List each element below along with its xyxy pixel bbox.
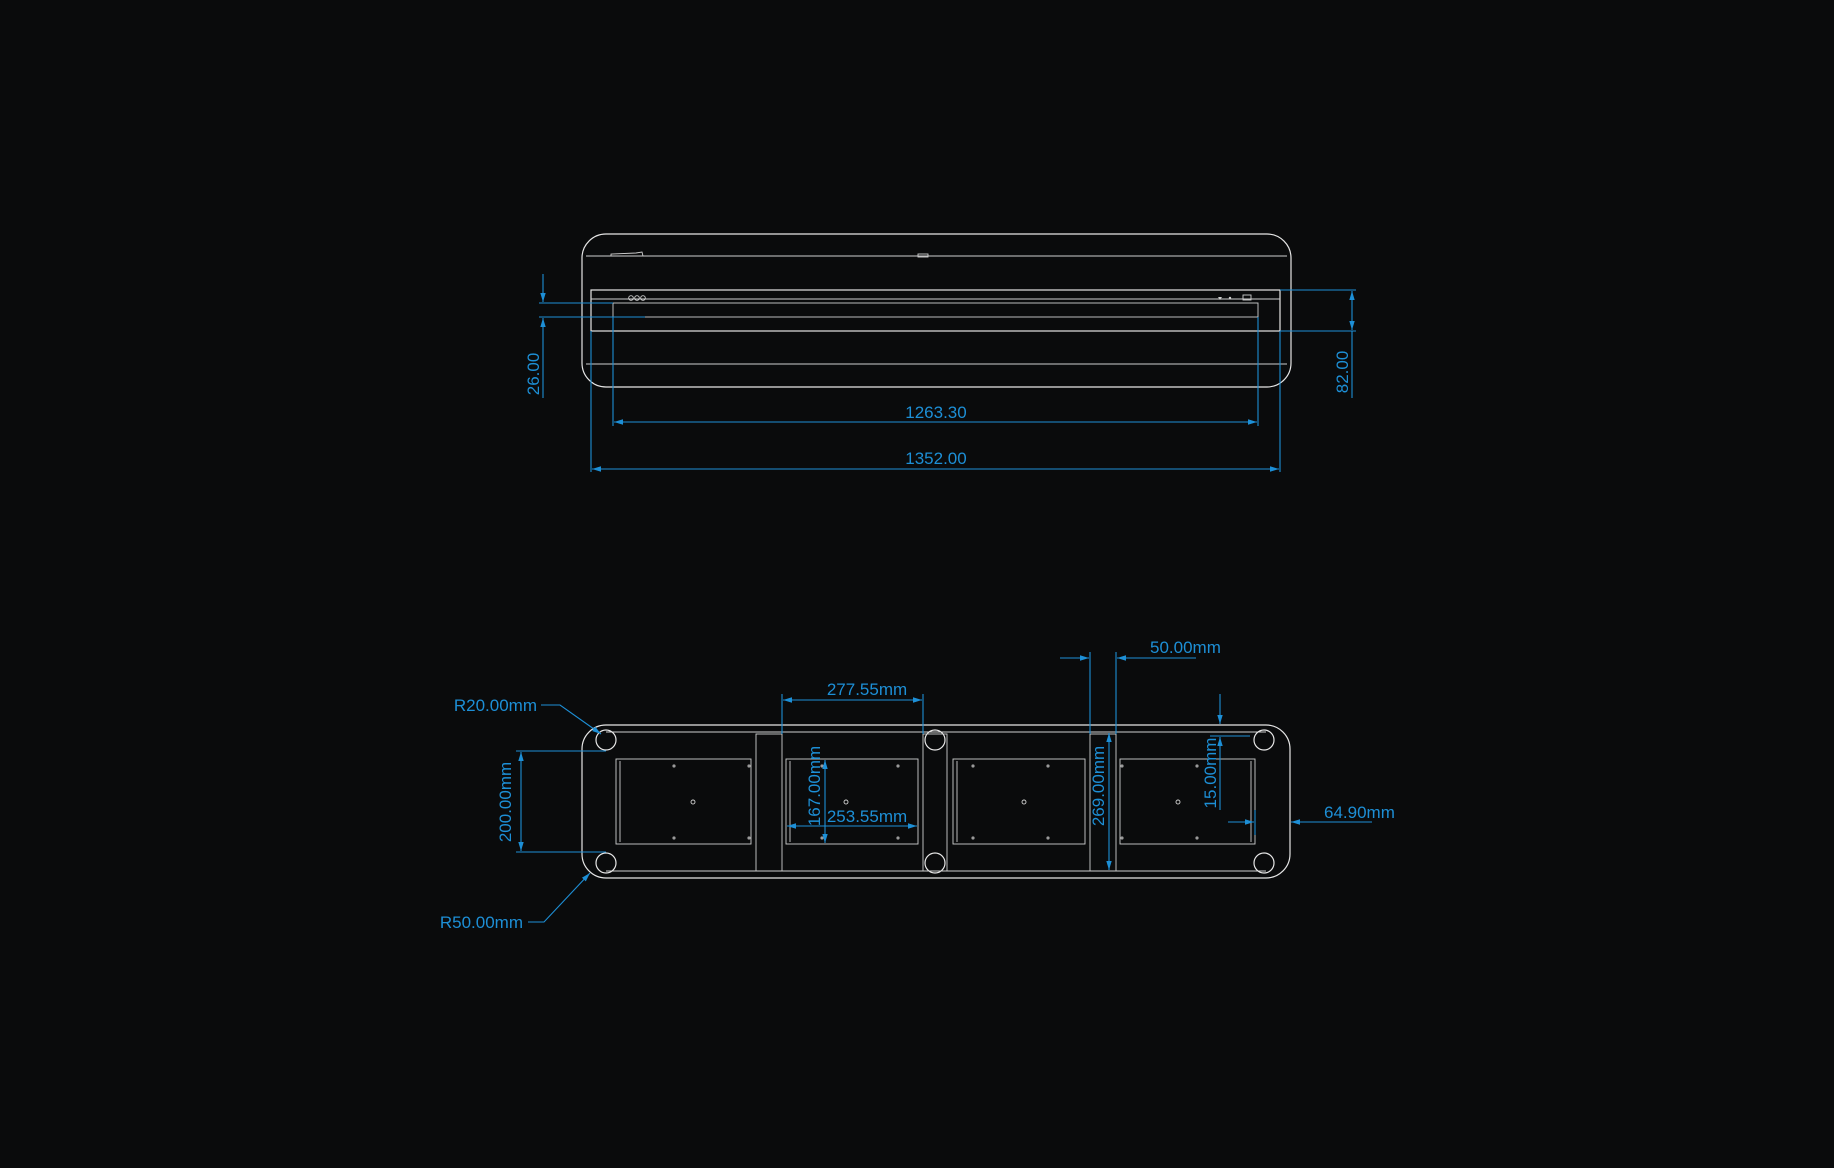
front-indicator-dots — [628, 295, 646, 301]
dim-overall-width-label: 1352.00 — [905, 449, 966, 468]
triangle-icon — [1218, 297, 1222, 300]
foot-top-right — [1253, 729, 1275, 751]
bottom-body-outline — [581, 724, 1291, 879]
hole — [672, 764, 676, 768]
front-panel-outer — [590, 289, 1281, 332]
bay-2 — [785, 758, 919, 845]
dim-bay-width-label: 253.55mm — [827, 807, 907, 826]
hole-center — [1175, 799, 1181, 805]
hole — [747, 836, 751, 840]
hole-center — [690, 799, 696, 805]
small-dot-icon — [1228, 296, 1232, 300]
bays — [615, 758, 1256, 845]
hole — [896, 764, 900, 768]
dim-right-offset-label: 64.90mm — [1324, 803, 1395, 822]
foot-top-left — [595, 729, 617, 751]
indicator-dot-3 — [640, 295, 646, 301]
hole — [1046, 764, 1050, 768]
dim-inner-width-label: 1263.30 — [905, 403, 966, 422]
rail-center — [922, 733, 948, 872]
bay-4 — [1119, 758, 1256, 845]
hole — [1046, 836, 1050, 840]
dim-rail-width-label: 50.00mm — [1150, 638, 1221, 657]
hole — [971, 764, 975, 768]
hole — [820, 836, 824, 840]
dim-bay-height-label: 167.00mm — [805, 746, 824, 826]
hole-center — [1021, 799, 1027, 805]
dim-radius-bottom-label: R50.00mm — [440, 913, 523, 932]
dim-left-height-label: 200.00mm — [496, 762, 515, 842]
indicator-dot-2 — [634, 295, 640, 301]
bottom-view: R20.00mm R50.00mm 277.55mm 253.55mm 50.0… — [440, 638, 1395, 932]
dim-edge-offset-label: 15.00mm — [1201, 738, 1220, 809]
rail-right — [1089, 733, 1117, 872]
dim-right-height-label: 82.00 — [1333, 351, 1352, 394]
hole-center — [843, 799, 849, 805]
hole — [747, 764, 751, 768]
bay-3 — [952, 758, 1086, 845]
indicator-dot-1 — [628, 295, 634, 301]
hole — [1120, 836, 1124, 840]
dim-inner-height-label: 269.00mm — [1089, 746, 1108, 826]
foot-bottom-middle — [924, 852, 946, 874]
corner-feet — [595, 729, 1275, 874]
hole — [672, 836, 676, 840]
dim-radius-top-label: R20.00mm — [454, 696, 537, 715]
hole — [1120, 764, 1124, 768]
front-top-left-detail — [610, 251, 644, 257]
dim-left-height-label: 26.00 — [524, 353, 543, 396]
dim-radius-top-leader — [541, 704, 602, 735]
support-rails — [755, 733, 1117, 872]
bay-1 — [615, 758, 752, 845]
front-view: 1263.30 1352.00 26.00 82.00 — [524, 233, 1356, 472]
hole — [1195, 836, 1199, 840]
foot-top-middle — [924, 729, 946, 751]
foot-bottom-left — [595, 852, 617, 874]
hole — [971, 836, 975, 840]
port-icon — [1242, 294, 1252, 301]
front-port-icons — [1218, 294, 1252, 301]
front-body-outline — [581, 233, 1292, 388]
rail-left — [755, 733, 783, 872]
hole — [896, 836, 900, 840]
hole — [1195, 764, 1199, 768]
front-panel-inner — [612, 302, 1259, 318]
dim-bay-spacing-label: 277.55mm — [827, 680, 907, 699]
foot-bottom-right — [1253, 852, 1275, 874]
front-top-connector — [917, 253, 929, 258]
dim-radius-bottom-leader — [528, 872, 591, 923]
